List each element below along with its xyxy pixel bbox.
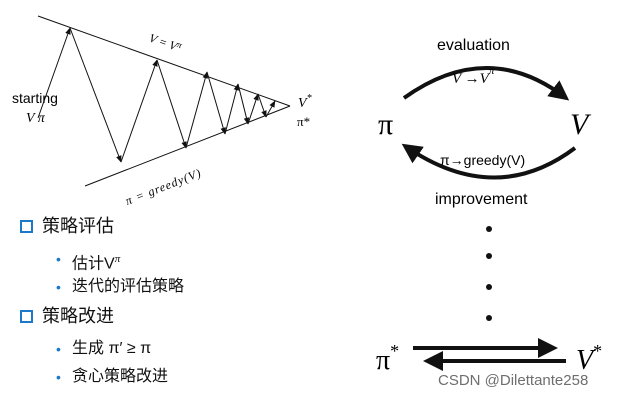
improvement-arrow	[401, 143, 577, 180]
zigzag-arrows	[37, 27, 276, 163]
convergence-diagram: starting V π V = Vπ π = greedy(V) V* π*	[12, 15, 312, 208]
dot-bullet-icon: •	[56, 251, 61, 267]
v-star-label: V*	[298, 93, 312, 111]
pi-star-label: π*	[297, 114, 310, 129]
evaluation-arrow	[402, 66, 570, 101]
top-line-label: V = Vπ	[147, 30, 184, 55]
v-star-final: V*	[576, 341, 602, 376]
pi-star-final: π*	[376, 341, 399, 376]
v-label: V	[570, 108, 592, 141]
bullet-list: 策略评估 • 估计Vπ • 迭代的评估策略 策略改进 • 生成 π′ ≥ π •…	[20, 214, 320, 394]
sub-bullet-iterative: • 迭代的评估策略	[20, 276, 320, 298]
improvement-label: improvement	[435, 191, 528, 208]
dot-bullet-icon: •	[56, 369, 61, 385]
bullet-policy-evaluation: 策略评估	[20, 214, 320, 238]
bullet-policy-improvement: 策略改进	[20, 304, 320, 328]
pi-label: π	[378, 108, 393, 141]
sub-bullet-generate: • 生成 π′ ≥ π	[20, 338, 320, 360]
watermark: CSDN @Dilettante258	[438, 372, 589, 389]
square-bullet-icon	[20, 220, 33, 233]
dot-bullet-icon: •	[56, 279, 61, 295]
sub-bullet-greedy: • 贪心策略改进	[20, 366, 320, 388]
sub-bullet-estimate: • 估计Vπ	[20, 248, 320, 272]
dot-bullet-icon: •	[56, 341, 61, 357]
starting-v-pi-label: V π	[26, 111, 46, 126]
policy-iteration-cycle: evaluation V →Vπ π V π→greedy(V) improve…	[376, 37, 602, 376]
value-line	[37, 15, 291, 107]
greedy-line	[84, 105, 291, 187]
evaluation-formula: V →Vπ	[452, 65, 495, 87]
bottom-line-label: π = greedy(V)	[123, 166, 203, 208]
square-bullet-icon	[20, 310, 33, 323]
starting-label: starting	[12, 90, 58, 106]
converged-arrows	[413, 338, 566, 371]
evaluation-label: evaluation	[437, 37, 510, 54]
improvement-formula: π→greedy(V)	[440, 152, 525, 168]
continuation-dots	[486, 226, 492, 321]
